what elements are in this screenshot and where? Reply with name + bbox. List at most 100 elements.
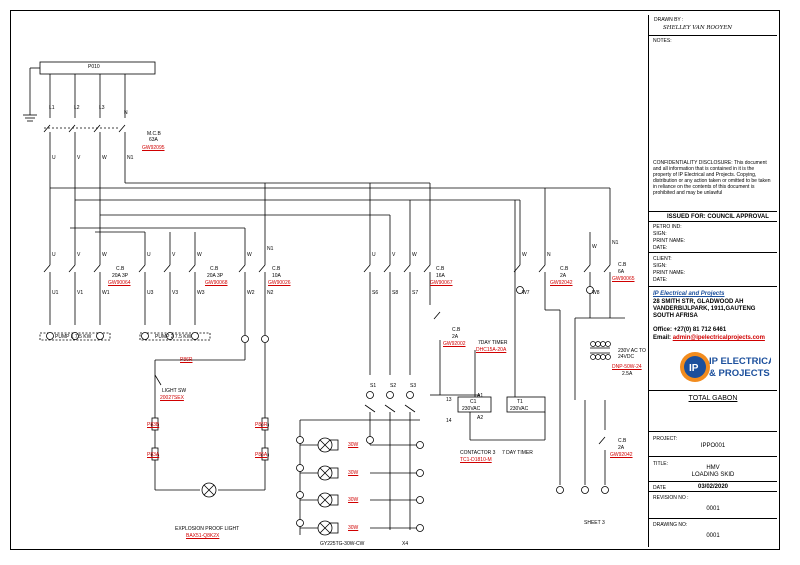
terminal-25 [556, 486, 564, 494]
terminal-26 [581, 486, 589, 494]
cb6-term-w8: W8 [592, 290, 600, 296]
terminal-22 [296, 464, 304, 472]
cb6-term-w: W [592, 244, 597, 250]
logo-text-1: IP ELECTRICAL [709, 356, 771, 367]
lamp-2-watt: 30W [348, 470, 359, 476]
pump1-in-v: V [77, 252, 81, 258]
pump1-out-u1: U1 [52, 290, 59, 296]
timer-cb-label: C.B [452, 327, 461, 333]
drawing-label: DRAWING NO: [653, 522, 688, 528]
pump2-breaker-rating: 20A 3P [207, 273, 224, 279]
terminal-5 [166, 332, 174, 340]
terminal-6 [191, 332, 199, 340]
light-fuse-3 [261, 417, 269, 431]
light-fuse-1 [151, 417, 159, 431]
light-cb-term-n2: N2 [267, 290, 274, 296]
light-fuse-code-4: P85A [255, 452, 268, 458]
terminal-15 [406, 391, 414, 399]
supply-phase-l1: L1 [49, 105, 55, 111]
timer-c1-voltage: 230VAC [462, 406, 481, 412]
logo-monogram: IP [689, 363, 699, 374]
terminal-28 [516, 286, 524, 294]
cb2c-code: GW92042 [610, 452, 633, 458]
cb16-code: GW90067 [430, 280, 453, 286]
psu-secondary-coil-3 [600, 354, 606, 360]
cb6-term-n1: N1 [612, 240, 619, 246]
breaker-blade-5 [163, 264, 171, 273]
light-cb-term-w: W [247, 252, 252, 258]
light-fuse-4 [261, 447, 269, 461]
pump2-motor [139, 332, 211, 341]
timer-t1: T1 [517, 399, 523, 405]
breaker-blade-14 [538, 264, 546, 273]
light-cb-term-w2: W2 [247, 290, 255, 296]
project-value: IPPO001 [700, 443, 726, 449]
terminal-27 [601, 486, 609, 494]
company-address: 28 SMITH STR, GLADWOOD AH VANDERBIJLPARK… [653, 299, 756, 319]
cb16-rating: 16A [436, 273, 445, 279]
main-breaker-pole-v: V [77, 155, 81, 161]
timer-t1-voltage: 230VAC [510, 406, 529, 412]
company-name: IP Electrical and Projects [653, 291, 725, 297]
company-office: Office: +27(0) 81 712 6461 [653, 327, 727, 333]
timer-label: 7DAY TIMER [478, 340, 508, 346]
pump1-out-v1: V1 [77, 290, 84, 296]
pump1-breaker-rating: 20A 3P [112, 273, 129, 279]
breaker-blade-10 [383, 264, 391, 273]
terminal-7 [241, 335, 249, 343]
supply-phase-l3: L3 [99, 105, 105, 111]
timer-cb-rating: 2A [452, 334, 459, 340]
title-block: DRAWN BY : SHELLEY VAN ROOYEN NOTES: CON… [648, 15, 777, 547]
drawing-value: 0001 [706, 533, 720, 539]
title-line-2: LOADING SKID [691, 472, 735, 478]
cb16-in-v: V [392, 252, 396, 258]
pump2-in-u: U [147, 252, 151, 258]
petro-field-2: SIGN: [653, 231, 667, 237]
light-switch-blade [154, 374, 162, 386]
main-breaker-pole-w: W [102, 155, 107, 161]
psu-code: DNP-50W-24 [612, 364, 642, 370]
supply-phase-l2: L2 [74, 105, 80, 111]
lamp-4-watt: 30W [348, 525, 359, 531]
breaker-blade-13 [513, 264, 521, 273]
breaker-blade-2 [68, 264, 76, 273]
terminal-3 [96, 332, 104, 340]
drawing-number-row: DRAWING NO: 0001 [649, 518, 777, 547]
company-email: Email: admin@ipelectricalprojects.com [653, 335, 765, 341]
pump1-in-w: W [102, 252, 107, 258]
petro-field-3: PRINT NAME: [653, 238, 686, 244]
supply-phase-n: N [124, 110, 128, 116]
pump1-breaker-code: GW90064 [108, 280, 131, 286]
cb6-rating: 6A [618, 269, 625, 275]
logo-core [684, 356, 706, 378]
client-field-2: SIGN: [653, 263, 667, 269]
pump2-breaker-label: C.B [210, 266, 219, 272]
revision-row: REVISION NO : 0001 [649, 491, 777, 518]
terminal-2 [71, 332, 79, 340]
cb6-code: GW90065 [612, 276, 635, 282]
cb2b-label: C.B [560, 266, 569, 272]
contactor-label: CONTACTOR 3 [460, 450, 496, 456]
breaker-blade-6 [188, 264, 196, 273]
cb2b-term-n: N [547, 252, 551, 258]
breaker-blade-12 [423, 264, 431, 273]
petro-field-4: DATE: [653, 245, 668, 251]
cb6-label: C.B [618, 262, 627, 268]
breaker-blade-3 [93, 264, 101, 273]
psu-secondary-coil-2 [595, 354, 601, 360]
light-cb-label: C.B [272, 266, 281, 272]
cb2b-term-w: W [522, 252, 527, 258]
terminal-18 [416, 469, 424, 477]
terminal-8 [261, 335, 269, 343]
notes-row: NOTES: CONFIDENTIALITY DISCLOSURE: This … [649, 35, 777, 196]
lamps-qty: X4 [402, 541, 409, 547]
cb16-in-u: U [372, 252, 376, 258]
client-row: CLIENT: SIGN: PRINT NAME: DATE: [649, 252, 777, 286]
light-switch-code: 20027SEX [160, 395, 184, 401]
lamp-1-watt: 30W [348, 442, 359, 448]
company-logo: IP IP ELECTRICAL & PROJECTS [679, 349, 781, 385]
company-email-link[interactable]: admin@ipelectricalprojects.com [672, 335, 765, 341]
company-email-label: Email: [653, 335, 672, 341]
supply-label: P010 [88, 64, 100, 70]
